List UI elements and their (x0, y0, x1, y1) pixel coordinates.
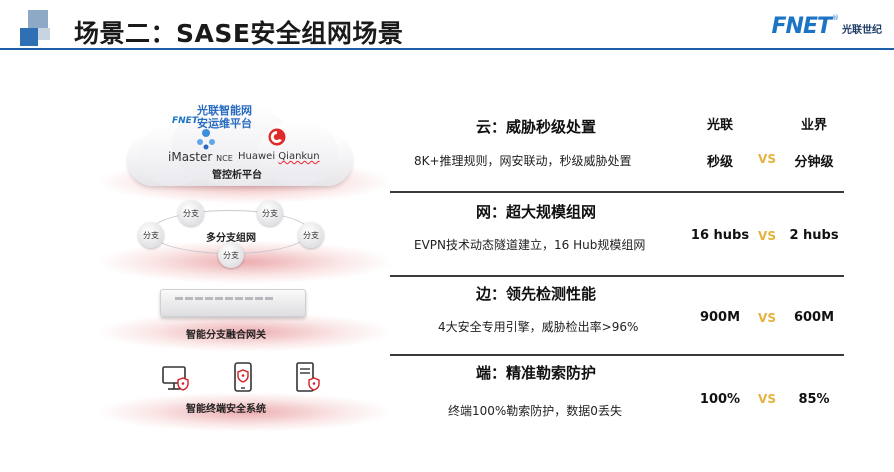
terminal-shadow (95, 392, 395, 432)
vs-label: VS (758, 229, 776, 243)
row-desc-network: EVPN技术动态隧道建立，16 Hub规模组网 (414, 238, 646, 252)
brand-logo: FNET ® 光联世纪 (772, 14, 882, 39)
row-separator (390, 354, 844, 356)
server-security-icon (296, 362, 320, 392)
column-head-industry: 业界 (800, 118, 827, 133)
row-desc-endpoint: 终端100%勒索防护，数据0丢失 (448, 404, 622, 418)
branch-node: 分支 (257, 200, 283, 226)
qiankun-logo-icon (268, 128, 286, 146)
multi-branch-label: 多分支组网 (206, 233, 256, 244)
mobile-security-icon (234, 362, 252, 392)
branch-node: 分支 (218, 242, 244, 268)
brand-mark: FNET (771, 14, 832, 39)
row-title-edge: 边：领先检测性能 (476, 285, 597, 303)
branch-node: 分支 (138, 222, 164, 248)
desktop-security-icon (162, 366, 189, 391)
header-divider (0, 48, 894, 50)
page-title: 场景二：SASE安全组网场景 (74, 19, 404, 48)
vs-label: VS (758, 311, 776, 325)
row-value-industry: 分钟级 (794, 155, 834, 170)
brand-registered: ® (832, 14, 839, 22)
row-value-industry: 2 hubs (789, 228, 839, 243)
row-separator (390, 191, 844, 193)
branch-node: 分支 (178, 200, 204, 226)
gateway-shadow (95, 312, 395, 352)
row-value-ours: 16 hubs (690, 228, 750, 243)
row-value-ours: 秒级 (706, 155, 733, 170)
row-value-ours: 100% (699, 392, 741, 407)
row-title-cloud: 云：威胁秒级处置 (476, 118, 597, 136)
row-desc-cloud: 8K+推理规则，网安联动，秒级威胁处置 (414, 154, 632, 168)
slide-logo-squares (18, 10, 58, 50)
cloud-platform-illustration (128, 98, 352, 186)
cloud-fnet-label: FNET (172, 116, 198, 126)
row-value-industry: 85% (798, 392, 830, 407)
row-desc-edge: 4大安全专用引擎，威胁检出率>96% (438, 320, 639, 334)
vs-label: VS (758, 392, 776, 406)
management-platform-label: 管控析平台 (212, 170, 262, 181)
row-value-industry: 600M (793, 310, 835, 325)
people-network-icon (197, 129, 215, 150)
imaster-nce-label: iMaster NCE (168, 150, 233, 164)
row-separator (390, 275, 844, 277)
row-value-ours: 900M (699, 310, 741, 325)
column-head-ours: 光联 (706, 118, 733, 133)
terminal-security-label: 智能终端安全系统 (186, 404, 266, 415)
gateway-label: 智能分支融合网关 (186, 330, 266, 341)
row-title-network: 网：超大规模组网 (476, 203, 597, 221)
vs-label: VS (758, 152, 776, 166)
row-title-endpoint: 端：精准勒索防护 (476, 364, 597, 382)
branch-node: 分支 (298, 222, 324, 248)
gateway-device-icon (160, 289, 306, 317)
huawei-qiankun-label: Huawei Qiankun (238, 151, 320, 162)
brand-name: 光联世纪 (842, 25, 882, 36)
ops-platform-title: 光联智能网 安运维平台 (197, 104, 252, 130)
